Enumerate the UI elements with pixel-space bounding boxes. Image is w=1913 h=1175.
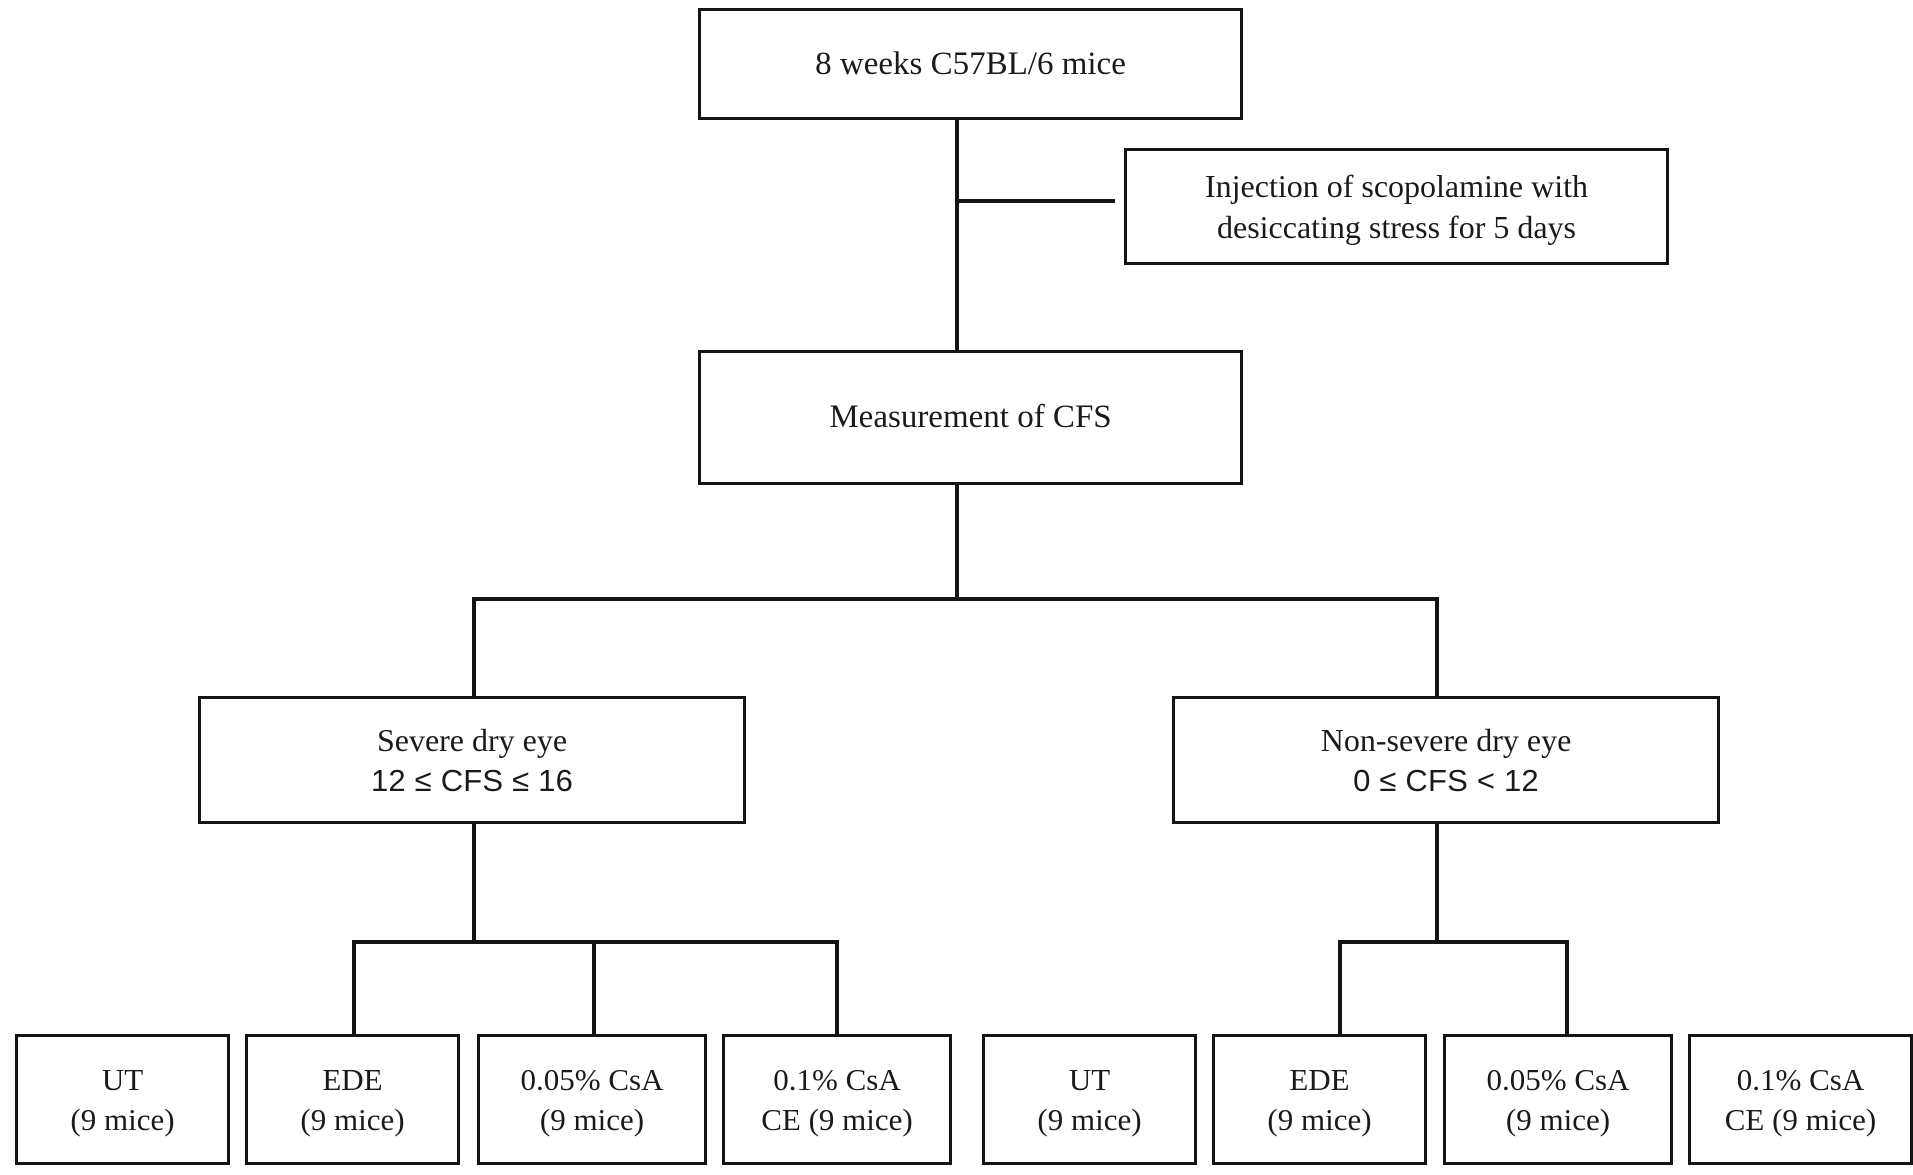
connector-severe-leaf-2 [592,940,596,1036]
node-severe[interactable]: Severe dry eye 12 ≤ CFS ≤ 16 [198,696,746,824]
leaf-severe-csa005[interactable]: 0.05% CsA (9 mice) [477,1034,707,1165]
node-nonsevere-line1: Non-severe dry eye [1320,721,1572,758]
leaf-severe-csa005-line1: 0.05% CsA [520,1061,664,1097]
split-bar-main [472,597,1439,601]
leaf-severe-csa01ce-line1: 0.1% CsA [773,1061,901,1097]
leaf-nonsevere-csa01ce-line2: CE (9 mice) [1724,1101,1877,1137]
leaf-nonsevere-ede[interactable]: EDE (9 mice) [1212,1034,1427,1165]
leaf-nonsevere-csa01ce-line1: 0.1% CsA [1736,1061,1865,1097]
leaf-severe-csa005-line2: (9 mice) [539,1101,645,1137]
node-severe-line1: Severe dry eye [376,721,568,758]
leaf-severe-csa01ce[interactable]: 0.1% CsA CE (9 mice) [722,1034,952,1165]
leaf-nonsevere-csa005-line1: 0.05% CsA [1486,1061,1630,1097]
node-treatment-line1: Injection of scopolamine with [1204,167,1588,204]
leaf-severe-ede[interactable]: EDE (9 mice) [245,1034,460,1165]
leaf-severe-ut[interactable]: UT (9 mice) [15,1034,230,1165]
connector-nonsevere-leaf-2 [1565,940,1569,1036]
node-nonsevere[interactable]: Non-severe dry eye 0 ≤ CFS < 12 [1172,696,1720,824]
connector-split-to-nonsevere [1435,597,1439,697]
node-treatment[interactable]: Injection of scopolamine with desiccatin… [1124,148,1669,265]
node-measurement[interactable]: Measurement of CFS [698,350,1243,485]
connector-severe-leaf-3 [835,940,839,1036]
leaf-nonsevere-ut[interactable]: UT (9 mice) [982,1034,1197,1165]
leaf-nonsevere-ede-line1: EDE [1289,1061,1350,1097]
leaf-nonsevere-csa01ce[interactable]: 0.1% CsA CE (9 mice) [1688,1034,1913,1165]
connector-nonsevere-leaf-1 [1338,940,1342,1036]
connector-split-to-severe [472,597,476,697]
node-severe-line2: 12 ≤ CFS ≤ 16 [370,762,574,798]
leaf-severe-ut-line1: UT [101,1061,144,1097]
connector-measurement-to-split [955,483,959,601]
leaf-nonsevere-ut-line1: UT [1068,1061,1111,1097]
split-bar-nonsevere [1338,940,1568,944]
node-root[interactable]: 8 weeks C57BL/6 mice [698,8,1243,120]
leaf-nonsevere-csa005-line2: (9 mice) [1505,1101,1611,1137]
node-measurement-line1: Measurement of CFS [829,399,1112,436]
connector-severe-to-split [472,822,476,944]
leaf-nonsevere-csa005[interactable]: 0.05% CsA (9 mice) [1443,1034,1673,1165]
connector-root-to-treatment [955,199,1115,203]
connector-nonsevere-to-split [1435,822,1439,944]
node-nonsevere-line2: 0 ≤ CFS < 12 [1353,762,1539,798]
leaf-severe-ut-line2: (9 mice) [70,1101,175,1137]
node-root-line1: 8 weeks C57BL/6 mice [815,45,1126,82]
connector-severe-leaf-1 [352,940,356,1036]
leaf-severe-ede-line2: (9 mice) [300,1101,405,1137]
node-treatment-line2: desiccating stress for 5 days [1216,208,1576,245]
leaf-severe-csa01ce-line2: CE (9 mice) [761,1101,913,1137]
connector-root-to-measurement [955,118,959,350]
leaf-nonsevere-ut-line2: (9 mice) [1037,1101,1142,1137]
leaf-nonsevere-ede-line2: (9 mice) [1267,1101,1372,1137]
leaf-severe-ede-line1: EDE [322,1061,383,1097]
